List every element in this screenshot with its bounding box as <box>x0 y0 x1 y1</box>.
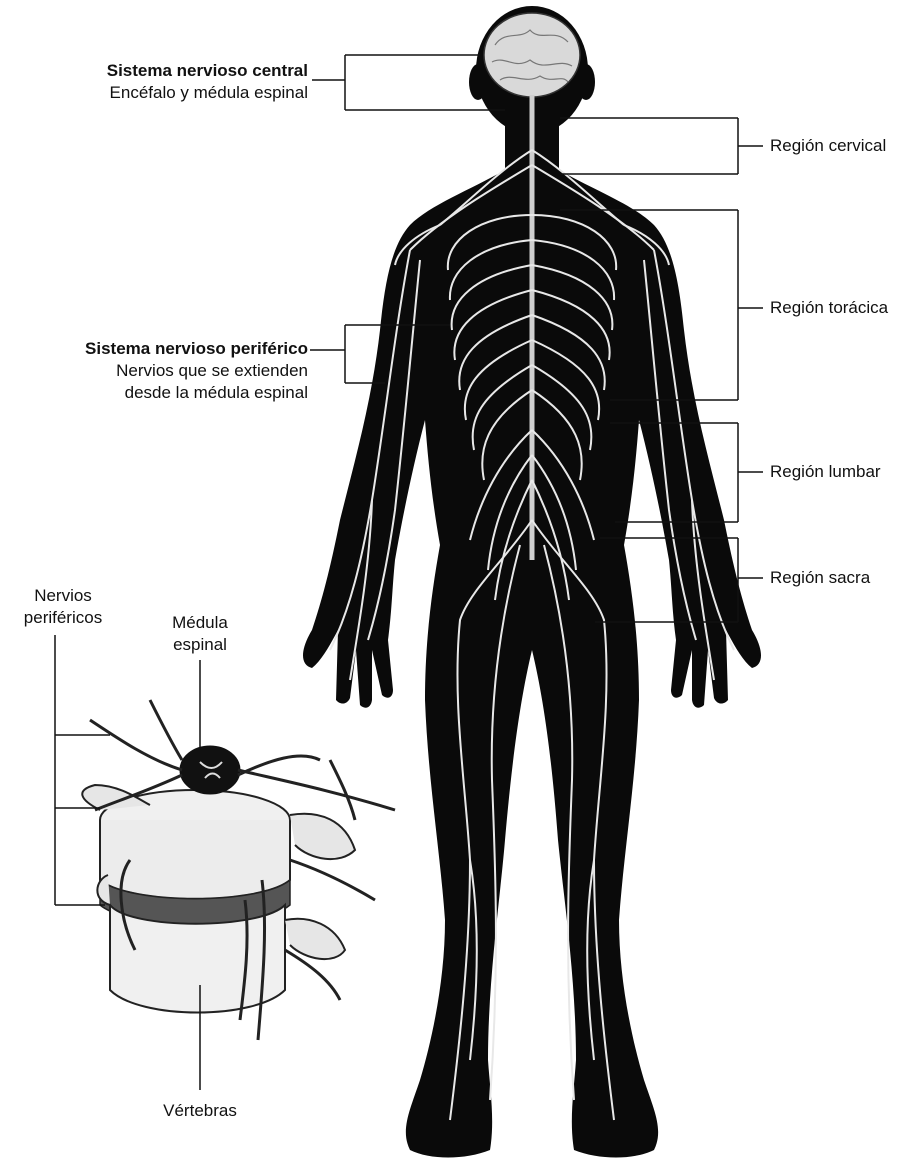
cns-label: Sistema nervioso central Encéfalo y médu… <box>30 60 308 104</box>
vertebrae-label: Vértebras <box>140 1100 260 1122</box>
spinal-cord-line-1: Médula <box>150 612 250 634</box>
thoracic-region-label: Región torácica <box>770 297 888 319</box>
spinal-cord-line-2: espinal <box>150 634 250 656</box>
cervical-region-label: Región cervical <box>770 135 886 157</box>
lumbar-region-label: Región lumbar <box>770 461 881 483</box>
peripheral-nerves-label: Nervios periféricos <box>8 585 118 629</box>
sacral-region-label: Región sacra <box>770 567 870 589</box>
spinal-cord-label: Médula espinal <box>150 612 250 656</box>
cns-title: Sistema nervioso central <box>107 61 308 80</box>
pns-description-line-2: desde la médula espinal <box>20 382 308 404</box>
peripheral-nerves-line-2: periféricos <box>8 607 118 629</box>
peripheral-nerves-line-1: Nervios <box>8 585 118 607</box>
pns-description-line-1: Nervios que se extienden <box>20 360 308 382</box>
cns-description: Encéfalo y médula espinal <box>30 82 308 104</box>
pns-label: Sistema nervioso periférico Nervios que … <box>20 338 308 404</box>
brain <box>484 13 580 97</box>
vertebrae-illustration <box>82 700 395 1040</box>
pns-title: Sistema nervioso periférico <box>85 339 308 358</box>
